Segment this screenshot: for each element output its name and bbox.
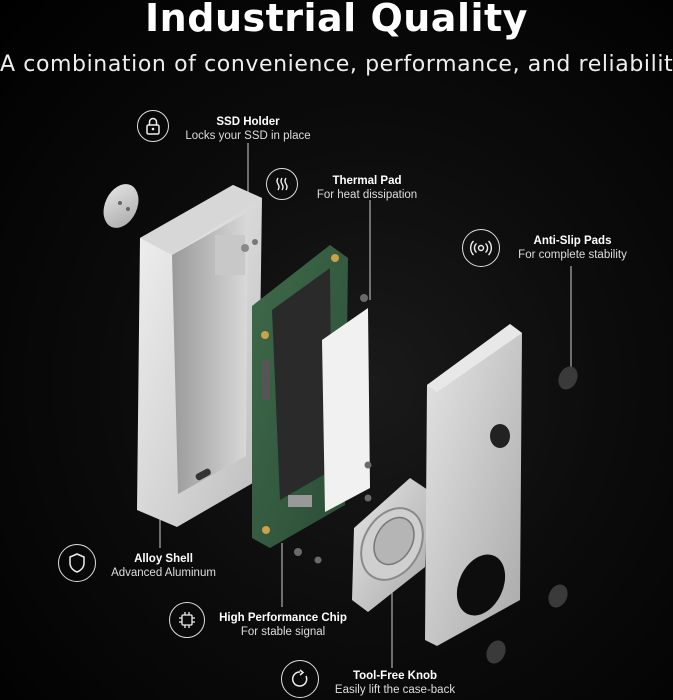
rotate-icon [281, 660, 319, 698]
page-title: Industrial Quality [145, 0, 528, 40]
feature-ssd-holder: SSD Holder Locks your SSD in place [185, 116, 311, 142]
ssd-holder-disc [103, 184, 139, 228]
feature-thermal-pad: Thermal Pad For heat dissipation [316, 175, 418, 201]
tool-free-knob [352, 478, 428, 612]
signal-circle-icon [462, 229, 500, 267]
feature-anti-slip: Anti-Slip Pads For complete stability [518, 235, 627, 261]
feature-chip: High Performance Chip For stable signal [219, 612, 347, 638]
lock-icon [137, 110, 169, 142]
feature-knob: Tool-Free Knob Easily lift the case-back [334, 670, 456, 696]
ssd-board [252, 245, 348, 548]
alloy-shell [137, 185, 262, 527]
thermal-pad [322, 308, 370, 512]
chip-icon [169, 602, 205, 638]
case-back-plate [425, 324, 522, 646]
feature-alloy-shell: Alloy Shell Advanced Aluminum [111, 553, 216, 579]
shield-icon [58, 544, 96, 582]
page-subtitle: A combination of convenience, performanc… [0, 52, 673, 77]
heat-waves-icon [266, 168, 298, 200]
